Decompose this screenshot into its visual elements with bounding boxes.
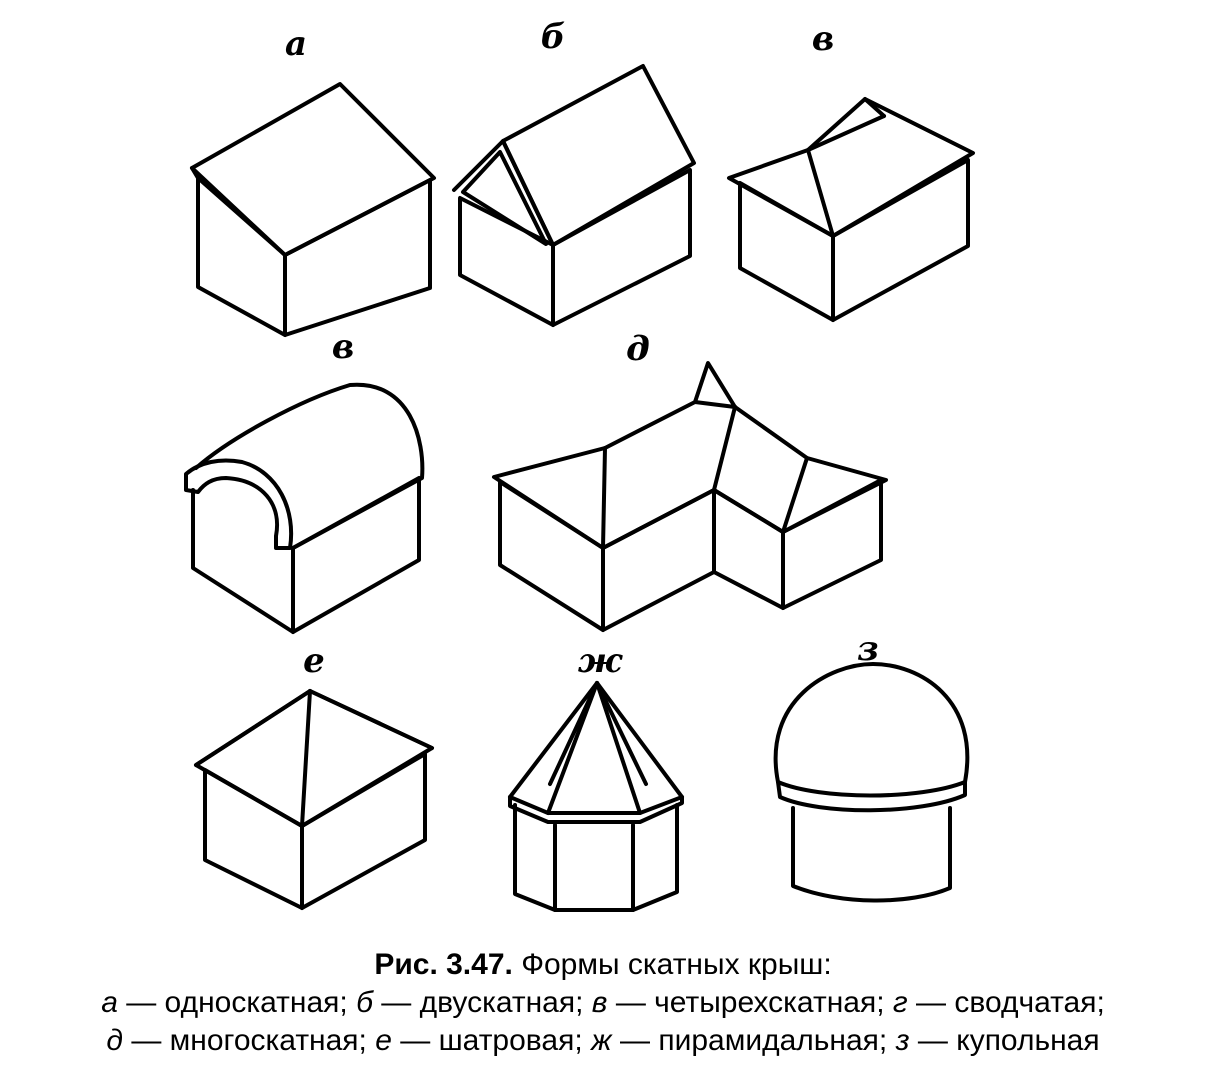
label-d: д [626, 329, 650, 369]
shed-roof-house [190, 82, 436, 337]
caption-desc: — сводчатая; [916, 986, 1105, 1019]
caption-key: ж [591, 1024, 612, 1057]
label-z: з [857, 629, 879, 669]
caption-desc: — многоскатная; [131, 1024, 367, 1057]
vaulted-roof-house [184, 382, 425, 634]
caption-key: б [356, 986, 373, 1019]
caption-desc: — пирамидальная; [620, 1024, 888, 1057]
multi-pitch-roof-house [492, 361, 888, 632]
caption-line-3: д — многоскатная; е — шатровая; ж — пира… [0, 1022, 1206, 1060]
caption-key: з [895, 1024, 910, 1057]
label-v-top: в [812, 19, 834, 59]
caption-key: в [591, 986, 608, 1019]
caption-desc: — четырехскатная; [615, 986, 885, 1019]
gable-roof-house [452, 64, 696, 327]
caption-key: а [101, 986, 118, 1019]
label-e: е [303, 641, 325, 681]
caption-number: Рис. 3.47. [374, 948, 513, 981]
figure-caption: Рис. 3.47. Формы скатных крыш: а — однос… [0, 946, 1206, 1060]
caption-key: д [106, 1024, 123, 1057]
label-b: б [541, 17, 566, 57]
tent-roof-house [194, 689, 434, 910]
caption-title-line: Рис. 3.47. Формы скатных крыш: [0, 946, 1206, 984]
hip-roof-house [727, 97, 975, 322]
roof-forms-figure: а б в в д е ж з [184, 17, 975, 912]
caption-key: е [375, 1024, 392, 1057]
pyramidal-roof-tower [508, 681, 684, 912]
caption-subtitle: Формы скатных крыш: [521, 948, 832, 981]
label-v-arched: в [332, 327, 354, 367]
label-a: а [285, 24, 307, 64]
dome-roof-tower [773, 662, 970, 903]
caption-desc: — двускатная; [381, 986, 584, 1019]
caption-desc: — шатровая; [400, 1024, 583, 1057]
caption-desc: — купольная [917, 1024, 1100, 1057]
caption-line-2: а — односкатная; б — двускатная; в — чет… [0, 984, 1206, 1022]
caption-desc: — односкатная; [126, 986, 348, 1019]
label-zh: ж [578, 641, 624, 681]
caption-key: г [892, 986, 908, 1019]
